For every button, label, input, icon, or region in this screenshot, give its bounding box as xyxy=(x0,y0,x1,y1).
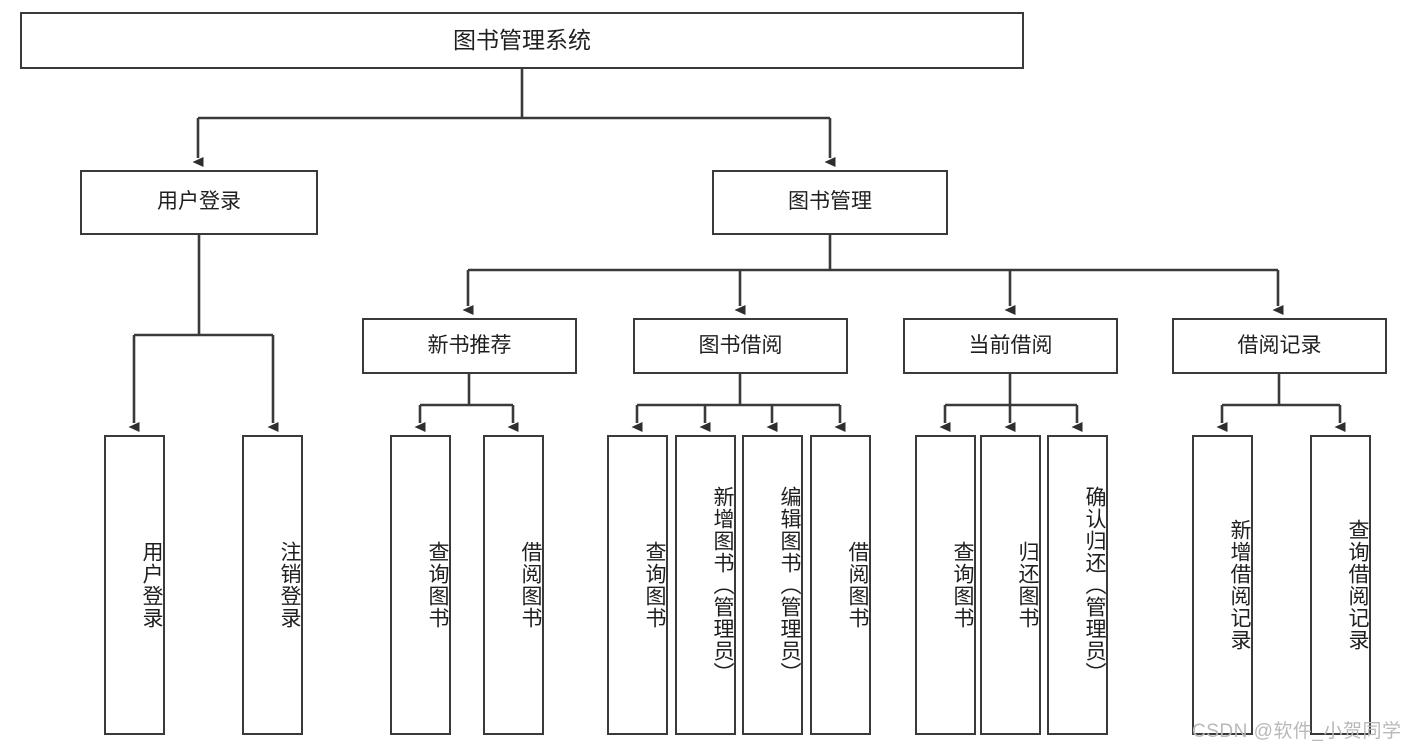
node-current-borrow[interactable]: 当前借阅 xyxy=(903,318,1118,374)
node-leaf-borrow-book-1-label: 借阅图书 xyxy=(519,541,542,629)
node-leaf-edit-book-label: 编辑图书（管理员） xyxy=(778,486,801,684)
node-leaf-query-book-1-label: 查询图书 xyxy=(426,541,449,629)
node-leaf-edit-book[interactable]: 编辑图书（管理员） xyxy=(742,435,803,735)
node-book-manage-label: 图书管理 xyxy=(788,190,872,214)
node-leaf-logout[interactable]: 注销登录 xyxy=(242,435,303,735)
node-leaf-return-book[interactable]: 归还图书 xyxy=(980,435,1041,735)
node-book-manage[interactable]: 图书管理 xyxy=(712,170,948,235)
node-leaf-query-record[interactable]: 查询借阅记录 xyxy=(1310,435,1371,735)
node-root[interactable]: 图书管理系统 xyxy=(20,12,1024,69)
node-borrow-record[interactable]: 借阅记录 xyxy=(1172,318,1387,374)
node-leaf-return-book-label: 归还图书 xyxy=(1016,541,1039,629)
node-leaf-query-book-3[interactable]: 查询图书 xyxy=(915,435,976,735)
node-leaf-logout-label: 注销登录 xyxy=(278,541,301,629)
node-leaf-add-book-label: 新增图书（管理员） xyxy=(711,486,734,684)
node-leaf-borrow-book-2[interactable]: 借阅图书 xyxy=(810,435,871,735)
node-leaf-query-book-3-label: 查询图书 xyxy=(951,541,974,629)
node-leaf-query-book-2[interactable]: 查询图书 xyxy=(607,435,668,735)
node-leaf-user-login[interactable]: 用户登录 xyxy=(104,435,165,735)
node-root-label: 图书管理系统 xyxy=(453,26,591,53)
node-user-login-label: 用户登录 xyxy=(157,190,241,214)
node-leaf-user-login-label: 用户登录 xyxy=(140,541,163,629)
node-current-borrow-label: 当前借阅 xyxy=(968,333,1053,357)
node-leaf-add-book[interactable]: 新增图书（管理员） xyxy=(675,435,736,735)
node-new-book-recommend-label: 新书推荐 xyxy=(427,333,512,357)
watermark-text: CSDN @软件_小贺同学 xyxy=(1192,721,1402,742)
node-leaf-borrow-book-1[interactable]: 借阅图书 xyxy=(483,435,544,735)
node-leaf-confirm-return[interactable]: 确认归还（管理员） xyxy=(1047,435,1108,735)
node-leaf-query-book-2-label: 查询图书 xyxy=(643,541,666,629)
node-book-borrow[interactable]: 图书借阅 xyxy=(633,318,848,374)
node-leaf-query-book-1[interactable]: 查询图书 xyxy=(390,435,451,735)
node-borrow-record-label: 借阅记录 xyxy=(1237,333,1322,357)
node-leaf-add-record-label: 新增借阅记录 xyxy=(1228,519,1251,651)
node-leaf-confirm-return-label: 确认归还（管理员） xyxy=(1083,486,1106,684)
node-new-book-recommend[interactable]: 新书推荐 xyxy=(362,318,577,374)
node-user-login[interactable]: 用户登录 xyxy=(80,170,318,235)
node-book-borrow-label: 图书借阅 xyxy=(698,333,783,357)
node-leaf-query-record-label: 查询借阅记录 xyxy=(1346,519,1369,651)
node-leaf-borrow-book-2-label: 借阅图书 xyxy=(846,541,869,629)
node-leaf-add-record[interactable]: 新增借阅记录 xyxy=(1192,435,1253,735)
